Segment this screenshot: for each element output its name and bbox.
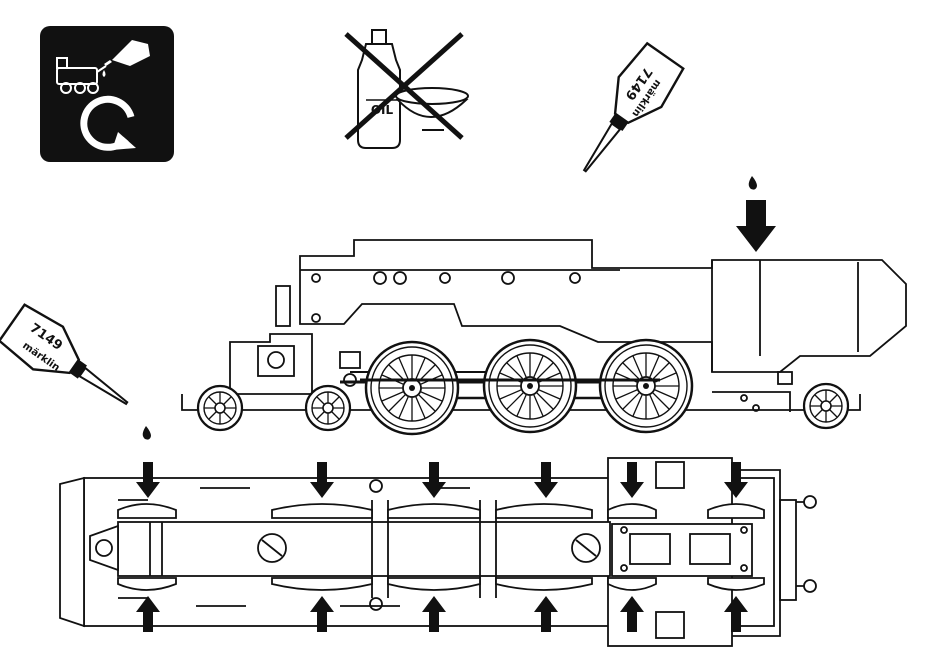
pony-wheel [306,386,350,430]
driving-wheel [484,340,576,432]
maintenance-cycle-icon [40,26,174,162]
driving-wheel [366,342,458,434]
oil-drop-icon [749,176,757,190]
oiler-bottle-icon: märklin 7149 [564,41,687,186]
no-household-oil-icon: OIL [346,30,468,148]
pony-wheel [198,386,242,430]
oiler-bottle-icon: märklin 7149 [0,301,142,424]
apply-arrow-icon [736,200,776,252]
driving-wheel [600,340,692,432]
oil-drop-icon [143,426,151,440]
trailing-wheel [804,384,848,428]
maintenance-badge [40,26,174,162]
